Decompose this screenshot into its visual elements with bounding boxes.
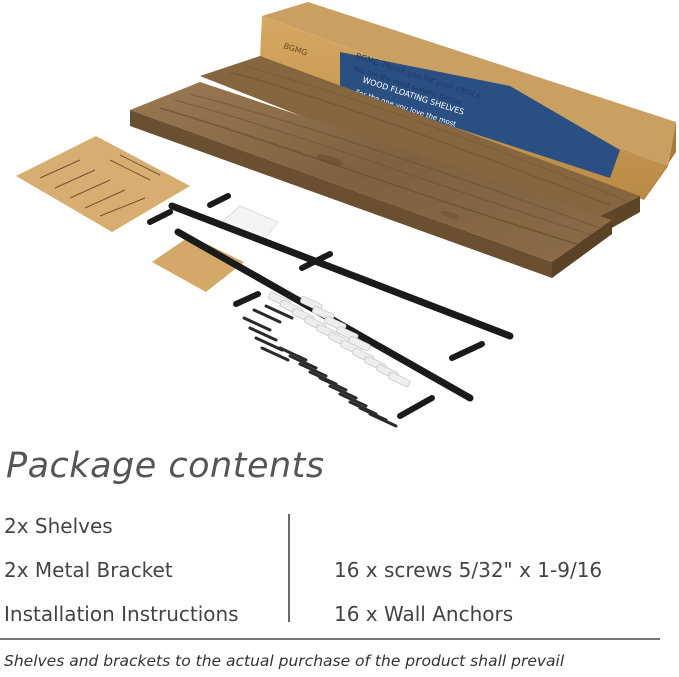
wood-shelf-front xyxy=(130,82,612,278)
warranty-card xyxy=(152,236,244,292)
wall-anchors xyxy=(268,291,411,388)
horizontal-divider xyxy=(0,638,660,640)
contents-item-wall-anchors: 16 x Wall Anchors xyxy=(334,602,514,626)
contents-item-installation-instructions: Installation Instructions xyxy=(4,602,239,626)
product-photo: BGMG BGMG Thank you for your choice You … xyxy=(16,2,676,428)
package-contents-heading: Package contents xyxy=(6,446,325,486)
instruction-sheet xyxy=(16,136,190,232)
column-divider xyxy=(288,514,290,622)
contents-item-shelves: 2x Shelves xyxy=(4,514,113,538)
contents-item-screws: 16 x screws 5/32" x 1-9/16 xyxy=(334,558,603,582)
shipping-box: BGMG BGMG Thank you for your choice You … xyxy=(260,2,676,200)
screws xyxy=(242,304,398,428)
contents-item-metal-bracket: 2x Metal Bracket xyxy=(4,558,173,582)
metal-bracket-top xyxy=(147,193,514,361)
disclaimer-text: Shelves and brackets to the actual purch… xyxy=(4,652,565,670)
